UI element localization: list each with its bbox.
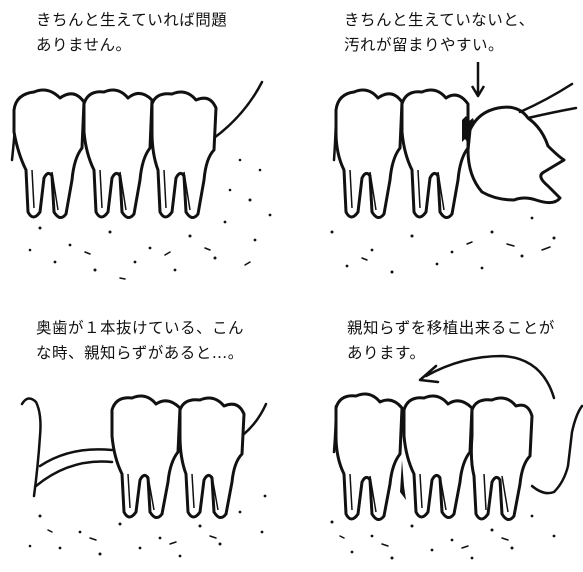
teeth-illustration: [0, 286, 291, 572]
panel-impacted-tooth: きちんと生えていないと、 汚れが留まりやすい。: [292, 0, 583, 286]
extraction-socket: [532, 406, 582, 493]
teeth-illustration: [292, 286, 583, 572]
molar-2: [84, 90, 152, 218]
gum-line-right: [214, 82, 262, 138]
teeth-illustration: [292, 0, 583, 286]
gum-line-right: [244, 404, 266, 434]
gap-gum-line: [40, 449, 112, 466]
molar-1: [14, 90, 84, 218]
gum-line-right: [520, 84, 572, 112]
molar-2: [402, 90, 468, 218]
panel-healthy-teeth: きちんと生えていれば問題 ありません。: [0, 0, 291, 286]
wisdom-tooth-tilted: [468, 107, 564, 202]
gap-shadow: [400, 460, 406, 500]
transplanted-tooth: [336, 394, 402, 520]
gap-gum-line-2: [36, 462, 112, 487]
molar-2: [471, 398, 532, 520]
gum-dots: [331, 515, 556, 560]
molar-2: [180, 398, 244, 518]
gum-dots: [331, 217, 556, 274]
panel-transplant: 親知らずを移植出来ることが あります。: [292, 286, 583, 572]
molar-1: [336, 90, 402, 218]
cheek-line: [528, 108, 576, 118]
gum-left: [22, 398, 41, 496]
panel-missing-molar: 奥歯が１本抜けている、こん な時、親知らずがあると…。: [0, 286, 291, 572]
curved-arrow-icon: [420, 356, 554, 398]
molar-1: [404, 396, 472, 518]
molar-3: [152, 92, 216, 218]
teeth-illustration: [0, 0, 291, 286]
down-arrow-icon: [472, 62, 484, 96]
gum-dots: [29, 495, 267, 558]
molar-1: [112, 396, 180, 518]
